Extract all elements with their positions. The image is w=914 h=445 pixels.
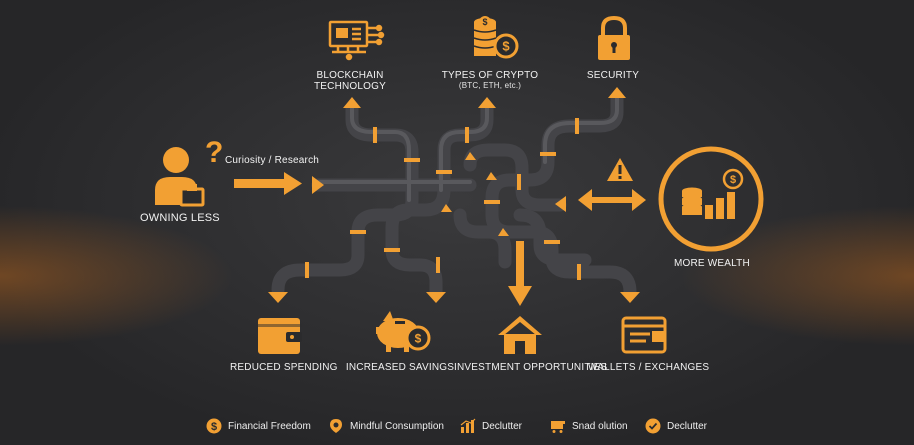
person-icon: ?	[155, 136, 223, 207]
svg-text:$: $	[211, 421, 217, 433]
double-arrow-icon	[578, 189, 646, 211]
valve	[540, 152, 556, 156]
pipe-security	[485, 91, 637, 299]
valve	[436, 170, 452, 174]
top-node-label-line2: (BTC, ETH, etc.)	[458, 81, 522, 90]
right-node-label: MORE WEALTH	[674, 258, 750, 269]
top-node-label-line1: SECURITY	[586, 70, 640, 81]
bottom-node-wallets: WALLETS / EXCHANGES	[588, 362, 710, 373]
legend-item-declutter-check: Declutter	[645, 416, 707, 436]
top-node-crypto: TYPES OF CRYPTO (BTC, ETH, etc.)	[440, 70, 540, 90]
arrow-up-crypto	[478, 97, 496, 108]
arrow-left-small	[555, 196, 566, 212]
valve	[577, 264, 581, 280]
arrow-up-blockchain	[343, 97, 361, 108]
top-node-label-line1: TYPES OF CRYPTO	[441, 70, 539, 81]
svg-text:?: ?	[205, 136, 223, 169]
bottom-node-reduced-spending: REDUCED SPENDING	[230, 362, 338, 373]
valve	[404, 158, 420, 162]
arrow-down-savings	[426, 292, 446, 303]
svg-text:$: $	[730, 174, 736, 186]
pipe-loop-a	[463, 143, 567, 212]
arrow-entry	[312, 176, 324, 194]
top-node-label-line1: BLOCKCHAIN	[316, 70, 384, 81]
valve	[575, 118, 579, 134]
pipe-loop-c	[513, 208, 592, 267]
investment-arrow	[508, 241, 532, 306]
valve	[305, 262, 309, 278]
legend-label: Snad olution	[572, 420, 628, 432]
legend-item-snad-olution: Snad olution	[550, 416, 628, 436]
flow-arrow	[234, 172, 302, 195]
legend-item-financial-freedom: $ Financial Freedom	[206, 416, 311, 436]
left-node-label: OWNING LESS	[140, 212, 220, 224]
legend-label: Declutter	[667, 420, 708, 432]
valve	[517, 174, 521, 190]
flow-label: Curiosity / Research	[225, 155, 320, 166]
arrow-up-security	[608, 87, 626, 98]
legend-label: Mindful Consumption	[350, 420, 444, 432]
valve	[350, 230, 366, 234]
valve	[544, 240, 560, 244]
valve	[465, 127, 469, 143]
warning-icon	[607, 158, 633, 181]
padlock-icon	[598, 15, 630, 60]
legend-item-declutter-chart: Declutter	[460, 416, 522, 436]
wallet-icon	[258, 318, 302, 354]
bottom-node-increased-savings: INCREASED SAVINGS	[345, 362, 455, 373]
valve	[373, 127, 377, 143]
coin-stack-icon: $ $	[473, 16, 519, 59]
top-node-label-line2: TECHNOLOGY	[313, 81, 386, 92]
valve	[436, 257, 440, 273]
arrow-down-wallets	[620, 292, 640, 303]
legend-label: Financial Freedom	[228, 420, 311, 432]
bar-chart-icon	[460, 418, 476, 433]
arrow-down-spending	[268, 292, 288, 303]
bottom-node-investment: INVESTMENT OPPORTUNITIES	[454, 362, 608, 373]
wealth-chart-icon: $	[658, 146, 764, 252]
legend-label: Declutter	[482, 420, 523, 432]
wallet-card-icon	[621, 316, 667, 354]
circuit-board-icon	[328, 20, 385, 61]
svg-text:$: $	[415, 332, 422, 346]
pipe-loop-b	[453, 208, 512, 269]
top-node-blockchain: BLOCKCHAIN TECHNOLOGY	[310, 70, 390, 92]
location-pin-icon	[330, 419, 342, 433]
legend-item-mindful-consumption: Mindful Consumption	[328, 416, 444, 436]
top-node-security: SECURITY	[583, 70, 643, 81]
house-icon	[498, 316, 542, 354]
piggy-bank-icon: $	[376, 311, 431, 352]
cart-icon	[551, 421, 565, 433]
dollar-circle-icon: $	[206, 418, 222, 434]
svg-text:$: $	[482, 17, 487, 27]
valve	[384, 248, 400, 252]
svg-text:$: $	[502, 39, 510, 54]
check-circle-icon	[645, 418, 661, 434]
valve	[484, 200, 500, 204]
